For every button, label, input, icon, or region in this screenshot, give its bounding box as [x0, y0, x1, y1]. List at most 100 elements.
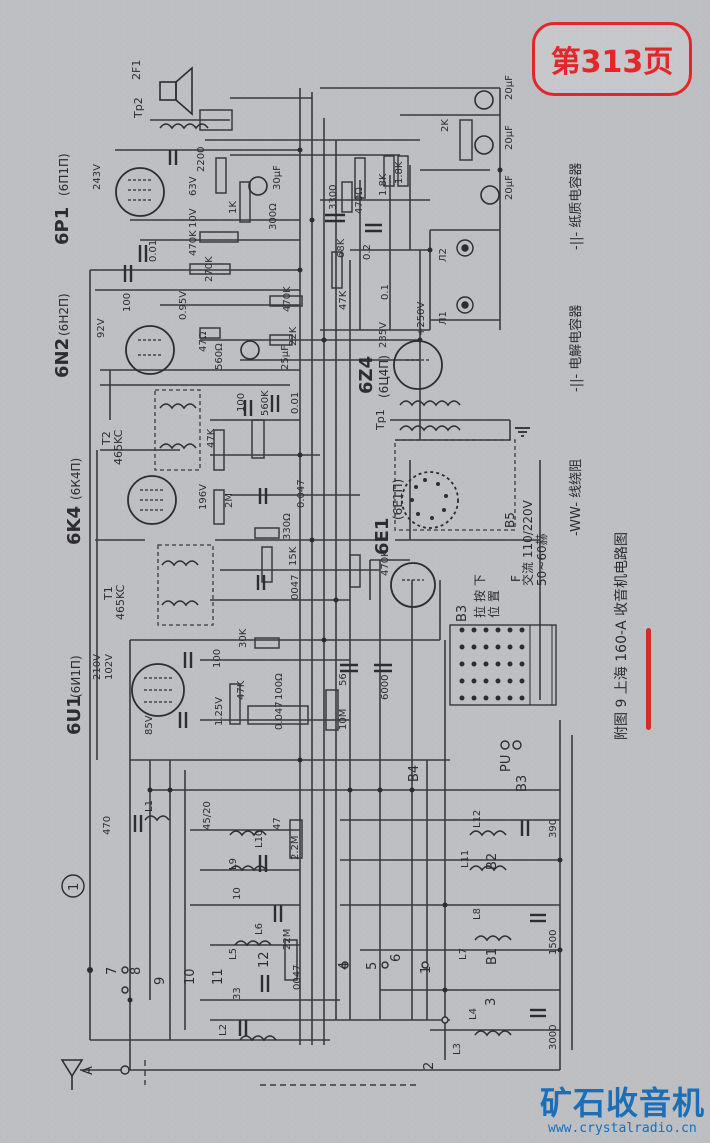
electrolytic-capacitors: [240, 90, 500, 360]
switch-num-8: 8: [129, 967, 144, 975]
value-243v: 243V: [92, 164, 103, 190]
coil-l3: L3: [452, 1043, 463, 1055]
tube-alt-6u1: (6И1П): [69, 655, 83, 698]
antenna-icon: [60, 1059, 84, 1090]
band-pos-1: 按: [473, 590, 487, 602]
value-22m: 22M: [282, 929, 293, 950]
band-b3: B3: [515, 775, 530, 792]
value-0-2: 0.2: [362, 244, 373, 260]
value-560ohm: 560Ω: [214, 343, 225, 370]
speaker-icon: [159, 66, 193, 116]
value-2-2m: 2.2M: [290, 835, 301, 860]
switch-num-3: 3: [484, 998, 499, 1006]
tube-grids: [128, 179, 430, 703]
value-470k-a: 470K: [188, 230, 199, 256]
value-470-ant: 470: [102, 816, 113, 835]
antenna-label: A: [81, 1066, 96, 1075]
red-annotation-mark: [646, 628, 651, 730]
value-20uf-c: 20μF: [504, 175, 515, 200]
shield-boxes: [154, 389, 516, 626]
value-102v: 102V: [104, 654, 115, 680]
value-470ohm: 470Ω: [354, 187, 365, 214]
transformer-t2-freq: 465KC: [112, 429, 125, 465]
value-33: 33: [232, 987, 243, 1000]
component-boxes: [189, 109, 473, 981]
value-47: 47: [272, 817, 283, 830]
coil-l4: L4: [468, 1008, 479, 1020]
value-20uf-a: 20μF: [504, 75, 515, 100]
value-100-c: 100: [212, 649, 223, 668]
switch-num-6: 6: [389, 954, 404, 962]
value-22k: 22K: [288, 326, 299, 346]
capacitors: [123, 150, 546, 1036]
junction-dots: [87, 147, 563, 1003]
value-10: 10: [232, 887, 243, 900]
tube-label-6z4: 6Z4: [356, 356, 377, 394]
ground-icons: [515, 427, 530, 437]
value-0-95v: 0.95V: [178, 291, 189, 320]
band-pos-0: 拉: [472, 606, 487, 618]
value-330ohm: 330Ω: [282, 513, 293, 540]
value-0-1: 0.1: [380, 284, 391, 300]
transformer-tp2: Tp2: [132, 97, 145, 119]
power-switch-b5: B5: [503, 512, 517, 528]
band-switch-matrix: [449, 624, 557, 706]
ground-mark-icon: [61, 874, 85, 898]
value-20uf-b: 20μF: [504, 125, 515, 150]
band-b1: B1: [485, 948, 500, 965]
band-pos-3: 位: [486, 606, 501, 618]
tube-alt-6e1: (6Е1П): [391, 479, 405, 520]
speaker-label: 2F1: [130, 60, 143, 80]
value-47ohm: 47Ω: [198, 331, 209, 352]
value-45-20-a: 45/20: [202, 801, 213, 830]
value-210v: 210V: [92, 654, 103, 680]
coil-l2: L2: [218, 1024, 229, 1036]
page-number-badge: 第313页: [532, 22, 692, 96]
switch-num-11: 11: [211, 968, 226, 985]
value-85v: 85V: [144, 715, 155, 735]
coils: [144, 123, 512, 1042]
pu-label: PU: [499, 755, 514, 772]
power-frequency: 50~60赫: [535, 533, 549, 586]
value-2200: 2200: [196, 147, 207, 172]
watermark-url: www.crystalradio.cn: [548, 1121, 697, 1136]
value-1-8k-b: 1.8K: [394, 161, 405, 184]
value-100-a: 100: [122, 293, 133, 312]
coil-l10: L10: [254, 830, 265, 848]
band-b4: B4: [407, 765, 422, 782]
coil-l5: L5: [228, 948, 239, 960]
value-30k: 30K: [238, 628, 249, 648]
tube-alt-6p1: (6П1П): [57, 153, 71, 196]
tube-alt-6n2: (6Н2П): [57, 293, 71, 336]
value-100-b: 100: [236, 393, 247, 412]
legend-electrolytic: -||- 电解电容器: [568, 305, 584, 392]
band-pos-4: 置: [487, 590, 501, 602]
value-1-25v: 1.25V: [214, 697, 225, 726]
lamp-l1: Л1: [438, 311, 449, 325]
value-0-01-b: 0.01: [290, 392, 301, 414]
value-63v: 63V: [188, 176, 199, 196]
switch-num-10: 10: [183, 968, 198, 985]
value-560k: 560K: [260, 390, 271, 416]
coil-l9: L9: [228, 858, 239, 870]
transformer-t1-freq: 465KC: [114, 584, 127, 620]
value-3300: 3300: [328, 185, 339, 210]
value-2k: 2K: [440, 119, 451, 132]
value-3000: 3000: [548, 1025, 559, 1050]
value-1-8k-a: 1.8K: [378, 173, 389, 196]
value-6000: 6000: [380, 675, 391, 700]
tube-alt-6z4: (6Ц4П): [377, 355, 391, 398]
value-92v: 92V: [96, 318, 107, 338]
value-2m: 2M: [224, 493, 235, 508]
watermark-site-name: 矿石收音机: [540, 1084, 706, 1122]
value-1500: 1500: [548, 930, 559, 955]
switch-num-5: 5: [365, 962, 380, 970]
transformer-tp1: Tp1: [374, 409, 387, 431]
figure-caption: 附图 9 上海 160-A 收音机电路图: [613, 532, 630, 740]
value-0047-a: 0047: [290, 575, 301, 600]
vacuum-tubes: [115, 167, 459, 717]
switch-num-9: 9: [153, 977, 168, 985]
band-b2: B2: [485, 853, 500, 870]
